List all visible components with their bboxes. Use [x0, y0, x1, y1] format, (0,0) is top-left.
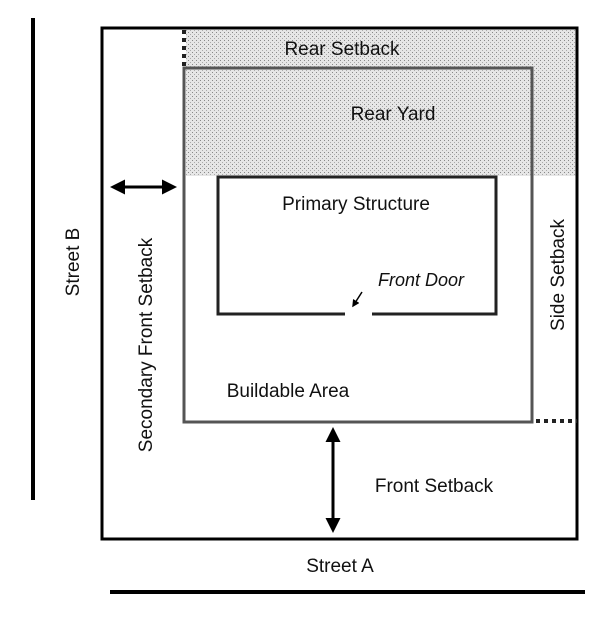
rear-setback-label: Rear Setback — [284, 39, 400, 60]
rear-stippled-area — [186, 30, 576, 176]
buildable-area-label: Buildable Area — [227, 381, 350, 402]
primary-structure — [216, 175, 498, 316]
street-b-label: Street B — [63, 228, 84, 297]
primary-structure-label: Primary Structure — [282, 194, 430, 215]
front-door-arrow — [352, 291, 363, 308]
secondary-front-setback-label: Secondary Front Setback — [136, 237, 157, 452]
buildable-area-boundary — [182, 66, 534, 424]
front-setback-label: Front Setback — [375, 476, 494, 497]
rear-yard-label: Rear Yard — [351, 104, 436, 125]
lot-boundary — [100, 26, 579, 541]
front-door-label: Front Door — [378, 270, 465, 290]
street-a-label: Street A — [306, 556, 374, 577]
side-setback-label: Side Setback — [548, 219, 569, 331]
